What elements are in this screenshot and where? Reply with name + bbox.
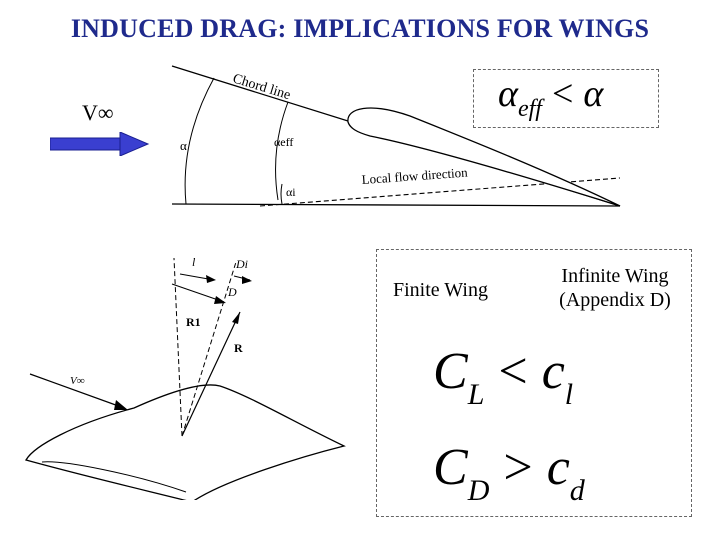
lift-dashed-line [173,257,183,437]
r1-label: R1 [186,315,201,329]
less-than-sign: < [551,73,574,115]
alpha-eff-label: αeff [274,135,293,149]
induced-drag-label: Di [235,257,248,271]
induced-drag-arrowhead-icon [242,276,252,284]
freestream-subscript: ∞ [97,100,114,125]
wing-comparison-box: Finite Wing Infinite Wing (Appendix D) C… [376,249,692,517]
alpha-relation-box: αeff<α [473,69,659,128]
freestream-arrow [29,373,125,409]
cl-lhs-sub: L [467,378,485,411]
lift-coefficient-relation: CL <cl [433,342,574,411]
lift-label: l [192,255,196,269]
r-label: R [234,341,243,355]
freestream-velocity-label: V∞ [82,100,114,126]
drag-arrowhead-icon [214,296,226,304]
cd-rhs-sub: d [569,474,585,507]
freestream-arrowhead-icon [114,400,128,410]
cd-lhs: C [433,439,468,496]
cl-rhs: c [541,343,565,400]
alpha-arc [184,77,215,205]
infinite-wing-title: Infinite Wing [561,265,669,287]
lift-tilt-arrowhead-icon [206,275,216,283]
cd-operator: > [503,439,533,496]
slide-title: INDUCED DRAG: IMPLICATIONS FOR WINGS [70,14,650,43]
cl-lhs: C [433,343,468,400]
alpha-symbol: α [583,73,604,115]
drag-label: D [227,285,237,299]
freestream-arrow-icon [50,132,150,156]
freestream-label: V∞ [70,375,85,387]
resultant-arrowhead-icon [232,312,240,324]
infinite-wing-appendix: (Appendix D) [559,289,671,311]
cl-operator: < [498,343,528,400]
wing-trailing-edge [41,461,187,493]
local-flow-label: Local flow direction [361,165,468,187]
alpha-i-arc [280,183,283,205]
alpha-eff-subscript: eff [517,96,542,122]
cd-lhs-sub: D [467,474,490,507]
drag-coefficient-relation: CD >cd [433,438,585,507]
freestream-direction-line [171,203,621,207]
alpha-label: α [180,138,187,153]
alpha-relation-equation: αeff<α [498,72,604,122]
finite-wing-force-diagram: l Di D R1 R V∞ [25,255,346,500]
rotated-lift-dashed-line [181,261,237,437]
resultant-force-line [181,311,241,437]
freestream-symbol: V [82,100,98,125]
infinite-wing-label: Infinite Wing (Appendix D) [545,264,685,312]
alpha-eff-symbol: α [498,73,518,115]
airfoil-section [347,107,621,207]
alpha-eff-arc [275,101,289,201]
wing-planform [25,384,346,500]
airfoil-angle-diagram: Chord line Local flow direction α αeff α… [171,65,621,207]
finite-wing-label: Finite Wing [393,279,488,301]
cd-rhs: c [546,439,570,496]
cl-rhs-sub: l [564,378,574,411]
chord-line-label: Chord line [231,71,292,103]
alpha-i-label: αi [286,185,296,199]
